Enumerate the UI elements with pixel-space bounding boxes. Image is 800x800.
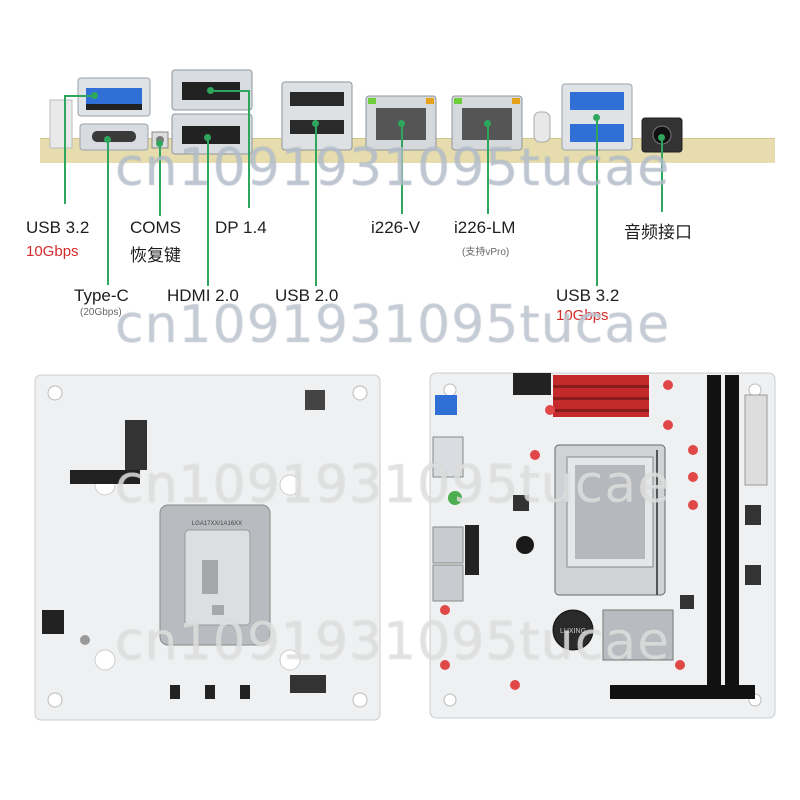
label-lan1: i226-V <box>371 218 421 237</box>
label-hdmi: HDMI 2.0 <box>167 286 239 305</box>
label-usb32-right: USB 3.2 <box>556 286 620 305</box>
label-type-c: Type-C <box>74 286 129 305</box>
label-type-c-speed: (20Gbps) <box>80 307 122 318</box>
lead-audio <box>661 138 663 212</box>
label-coms-cn: 恢复键 <box>130 246 181 265</box>
label-lan2: i226-LM <box>454 218 516 237</box>
chipset-heatsink <box>602 609 674 661</box>
capacitor <box>533 111 551 143</box>
io-bracket <box>49 99 73 149</box>
label-usb32-left-speed: 10Gbps <box>26 243 79 260</box>
lead-usb32-left <box>64 96 66 204</box>
label-usb32-right-speed: 10Gbps <box>556 307 609 324</box>
watermark-4: cn1091931095tucae <box>115 612 671 672</box>
lead-usb20 <box>315 124 317 286</box>
lead-type-c <box>107 140 109 285</box>
ram-slot-1 <box>707 375 721 695</box>
lead-dp <box>248 90 250 208</box>
lead-usb32-right <box>596 118 598 286</box>
board-back: LGA17XX/1A16XX <box>34 374 381 721</box>
label-audio: 音频接口 <box>624 223 692 242</box>
atx-power-connector <box>744 394 768 486</box>
lead-lan1 <box>401 124 403 214</box>
front-battery-text: LUXING <box>560 628 586 635</box>
label-coms: COMS <box>130 218 181 237</box>
label-lan2-note: (支持vPro) <box>462 247 510 258</box>
lead-hdmi <box>207 138 209 286</box>
label-usb32-left: USB 3.2 <box>26 218 90 237</box>
watermark-1: cn1091931095tucae <box>115 138 671 198</box>
cmos-battery <box>552 609 594 651</box>
label-dp: DP 1.4 <box>215 218 267 237</box>
watermark-2: cn1091931095tucae <box>115 295 671 355</box>
lead-lan2 <box>487 124 489 214</box>
ram-slot-2 <box>725 375 739 695</box>
cpu-power-connector <box>513 373 551 395</box>
pcie-slot <box>610 685 755 699</box>
back-chip-text: LGA17XX/1A16XX <box>192 521 242 527</box>
watermark-3: cn1091931095tucae <box>115 455 671 515</box>
board-front: LUXING <box>429 372 776 719</box>
label-usb20: USB 2.0 <box>275 286 339 305</box>
lead-coms <box>159 144 161 216</box>
io-ports-drawing <box>49 69 683 155</box>
